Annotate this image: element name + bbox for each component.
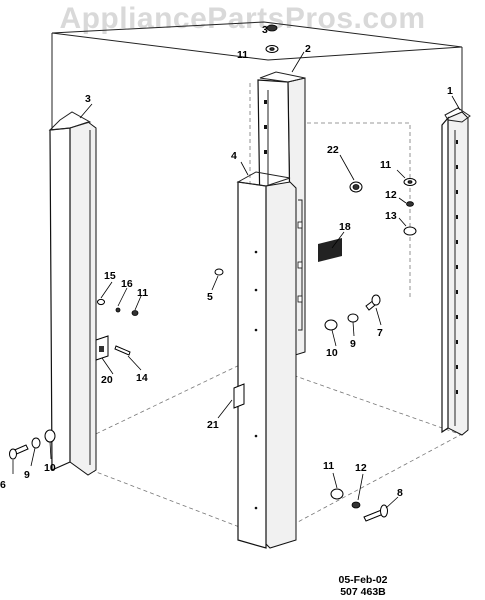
corner-post-right: [441, 107, 471, 436]
callout-12-right: 12: [385, 189, 397, 201]
clip-part-20: [95, 335, 109, 361]
callout-6: 6: [0, 479, 6, 491]
callout-10-right: 10: [326, 347, 338, 359]
leader-lines: [12, 51, 461, 509]
callout-21: 21: [207, 419, 219, 431]
revision-date: 05-Feb-02: [338, 574, 388, 586]
callout-11-left: 11: [137, 287, 148, 299]
callout-12-bottom: 12: [355, 462, 367, 474]
callout-10-left: 10: [44, 462, 56, 474]
callout-14: 14: [136, 372, 148, 384]
callout-22: 22: [327, 144, 339, 156]
label-part-18: [318, 238, 342, 262]
callout-15: 15: [104, 270, 116, 282]
callout-11-bottom: 11: [323, 460, 334, 472]
callout-2: 2: [305, 43, 311, 55]
callout-1: 1: [447, 85, 453, 97]
corner-post-left-rear: [48, 111, 97, 476]
callout-7: 7: [377, 327, 383, 339]
callout-9-right: 9: [350, 338, 356, 350]
slot-column: [456, 140, 458, 394]
document-number: 507 463B: [340, 586, 386, 598]
drawing-info: 05-Feb-02 507 463B: [318, 574, 408, 598]
callout-3-top: 3: [262, 24, 268, 36]
callout-4: 4: [231, 150, 237, 162]
corner-post-front: [236, 171, 297, 549]
callout-18: 18: [339, 221, 351, 233]
callout-3-left: 3: [85, 93, 91, 105]
callout-16: 16: [121, 278, 133, 290]
callout-20: 20: [101, 374, 113, 386]
callout-8: 8: [397, 487, 403, 499]
callout-5: 5: [207, 291, 213, 303]
callout-11-top: 11: [237, 49, 248, 61]
callout-13: 13: [385, 210, 397, 222]
bracket-part-21: [233, 383, 245, 409]
callout-9-left: 9: [24, 469, 30, 481]
callout-11-right: 11: [380, 159, 391, 171]
callout-labels: 1 2 3 3 4 5 6 7 8 9 9 10 10 11 11 11 11 …: [0, 24, 453, 499]
